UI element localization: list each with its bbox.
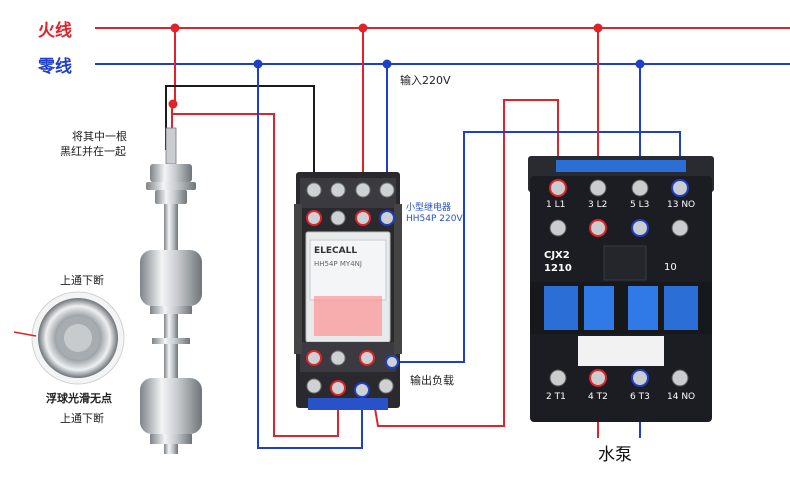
wire-black-to-relay xyxy=(165,85,315,218)
junction-dot xyxy=(253,59,263,69)
wire-blue-neutral-left xyxy=(257,64,363,449)
float-switch xyxy=(140,127,202,454)
relay-bottom-terminals xyxy=(306,350,399,398)
contactor-model-line2: 1210 xyxy=(544,263,572,274)
contactor-terminal-label: 13 NO xyxy=(667,200,696,210)
join-note-line2: 黑红并在一起 xyxy=(60,145,126,158)
float-top-label: 上通下断 xyxy=(60,274,104,287)
neutral-line-label: 零线 xyxy=(38,57,72,77)
junction-dot xyxy=(635,59,645,69)
contactor-terminal-label: 3 L2 xyxy=(588,200,608,210)
water-pump-label: 水泵 xyxy=(598,445,632,465)
wire-blue-relay-output xyxy=(392,131,681,363)
wire-red-relay-output xyxy=(366,99,559,427)
relay-model-text: HH54P MY4NJ xyxy=(314,260,362,268)
contactor-bottom-terminals xyxy=(549,369,689,387)
input-220v-label: 输入220V xyxy=(400,74,451,87)
relay-brand: ELECALL xyxy=(314,246,358,256)
wire-red-to-relay xyxy=(172,113,339,437)
float-ball-note: 浮球光滑无点 xyxy=(46,392,112,405)
contactor-terminal-label: 1 L1 xyxy=(546,200,566,210)
contactor-top-terminals xyxy=(549,179,689,237)
contactor-terminal-label: 6 T3 xyxy=(630,392,650,402)
junction-dot xyxy=(170,23,180,33)
relay-model-label: HH54P 220V xyxy=(406,214,463,224)
junction-dot xyxy=(593,23,603,33)
contactor-model-line1: CJX2 xyxy=(544,250,570,261)
junction-dot xyxy=(358,23,368,33)
relay xyxy=(294,172,402,410)
relay-name-label: 小型继电器 xyxy=(406,203,452,213)
output-load-label: 输出负载 xyxy=(410,374,454,387)
relay-top-terminals xyxy=(306,182,395,226)
float-bottom-label: 上通下断 xyxy=(60,412,104,425)
float-ball-closeup xyxy=(13,291,125,385)
live-line-label: 火线 xyxy=(38,21,72,41)
junction-dot xyxy=(168,99,178,109)
contactor-terminal-label: 14 NO xyxy=(667,392,696,402)
contactor xyxy=(528,156,714,422)
contactor-terminal-label: 4 T2 xyxy=(588,392,608,402)
junction-dot xyxy=(382,59,392,69)
contactor-terminal-label: 5 L3 xyxy=(630,200,650,210)
contactor-side-label: 10 xyxy=(664,262,677,273)
join-note-line1: 将其中一根 xyxy=(72,130,127,143)
contactor-terminal-label: 2 T1 xyxy=(546,392,566,402)
